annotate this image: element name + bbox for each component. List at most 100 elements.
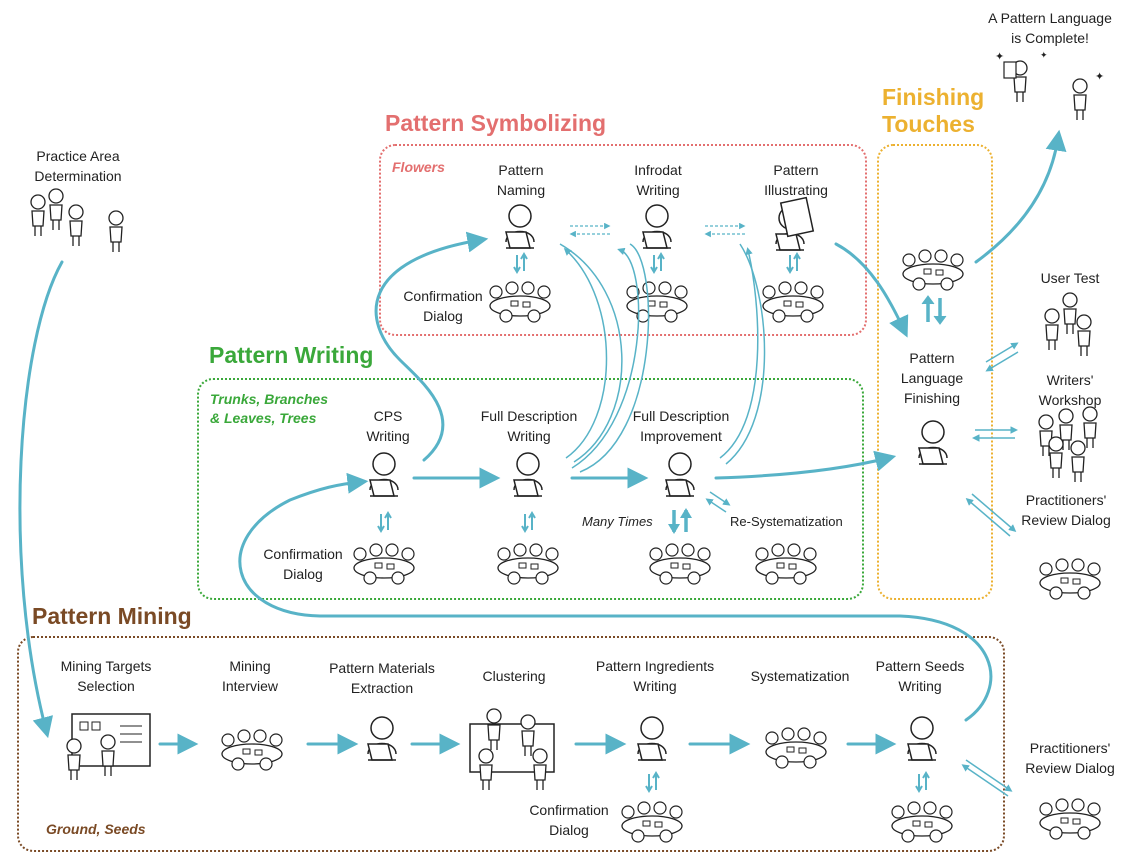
systematization-label: Systematization: [750, 668, 850, 684]
illustrating-table-figure: [762, 281, 824, 323]
writing-sub: Trunks, Branches & Leaves, Trees: [210, 390, 328, 428]
intro-line1: Infrodat: [634, 162, 682, 178]
celebration-figure: ✦ ✦ ✦: [995, 50, 1104, 121]
full-label: Full Description Writing: [481, 406, 577, 446]
ingredients-label: Pattern Ingredients Writing: [596, 656, 714, 696]
interview-line2: Interview: [221, 678, 279, 694]
resys-label: Re-Systematization: [730, 514, 843, 529]
symbolizing-sub: Flowers: [392, 159, 445, 175]
symbolizing-title: Pattern Symbolizing: [385, 110, 607, 136]
user-test-figure: [1044, 292, 1092, 357]
naming-label: Pattern Naming: [497, 160, 545, 200]
symbolizing-dashed-arrows: [569, 222, 746, 238]
complete-label: A Pattern Language is Complete!: [988, 8, 1112, 48]
writing-confirm-line2: Dialog: [283, 566, 323, 582]
resys-arrow-icon: [705, 491, 731, 513]
writing-box: [197, 378, 864, 600]
finishing-laptop-figure: [918, 420, 948, 465]
symbolizing-box: [379, 144, 867, 336]
writers-line2: Workshop: [1038, 392, 1102, 408]
full-updown-icon: [521, 512, 536, 532]
resys-table-figure: [755, 543, 817, 585]
writers-label: Writers' Workshop: [1039, 370, 1102, 410]
practitioners2-line2: Review Dialog: [1025, 760, 1115, 776]
symbolizing-confirm-line2: Dialog: [423, 308, 463, 324]
finishing-step-line1: Pattern: [909, 350, 955, 366]
complete-line2: is Complete!: [1011, 30, 1089, 46]
illustrating-line2: Illustrating: [764, 182, 828, 198]
svg-text:✦: ✦: [1040, 50, 1048, 60]
improve-updown-icon: [668, 508, 692, 534]
cps-line1: CPS: [373, 408, 403, 424]
interview-line1: Mining: [229, 658, 271, 674]
writing-title: Pattern Writing: [209, 342, 374, 368]
mining-confirm-line2: Dialog: [549, 822, 589, 838]
systematization-figure: [765, 727, 827, 769]
intro-line2: Writing: [636, 182, 680, 198]
cps-updown-icon: [377, 512, 392, 532]
mining-title: Pattern Mining: [32, 603, 192, 629]
intro-updown-icon: [650, 253, 665, 273]
mining-confirm-line1: Confirmation: [529, 802, 609, 818]
practitioners2-table-figure: [1039, 798, 1101, 840]
targets-line2: Selection: [77, 678, 135, 694]
practitioners2-label: Practitioners' Review Dialog: [1025, 738, 1114, 778]
seeds-line1: Pattern Seeds: [875, 658, 965, 674]
intro-table-figure: [626, 281, 688, 323]
ingredients-line1: Pattern Ingredients: [595, 658, 715, 674]
symbolizing-confirm-line1: Confirmation: [403, 288, 483, 304]
improve-table-figure: [649, 543, 711, 585]
improve-line1: Full Description: [632, 408, 730, 424]
practice-area-line1: Practice Area: [36, 148, 120, 164]
intro-label: Infrodat Writing: [634, 160, 681, 200]
naming-line1: Pattern: [498, 162, 544, 178]
extraction-line1: Pattern Materials: [329, 660, 435, 676]
loop-arrows: [559, 243, 766, 473]
finishing-title2: Touches: [882, 111, 975, 137]
improve-label: Full Description Improvement: [633, 406, 729, 446]
interview-label: Mining Interview: [222, 656, 278, 696]
svg-text:✦: ✦: [995, 51, 1004, 63]
extraction-line2: Extraction: [350, 680, 414, 696]
naming-line2: Naming: [496, 182, 546, 198]
symbolizing-confirm-label: Confirmation Dialog: [403, 286, 482, 326]
finishing-title: Finishing Touches: [882, 84, 984, 138]
mining-confirm-label: Confirmation Dialog: [529, 800, 608, 840]
practitioners-label: Practitioners' Review Dialog: [1021, 490, 1110, 530]
naming-table-figure: [489, 281, 551, 323]
cps-table-figure: [353, 543, 415, 585]
seeds-label: Pattern Seeds Writing: [876, 656, 965, 696]
improve-line2: Improvement: [640, 428, 722, 444]
targets-line1: Mining Targets: [60, 658, 152, 674]
ingredients-figure: [637, 716, 667, 761]
finishing-box: [877, 144, 993, 600]
ingredients-table-figure: [621, 801, 683, 843]
ingredients-updown-icon: [645, 772, 660, 792]
illustrating-figure: [775, 196, 815, 251]
seeds-updown-icon: [915, 772, 930, 792]
seeds-line2: Writing: [898, 678, 942, 694]
finishing-step-line2: Language: [900, 370, 964, 386]
svg-text:✦: ✦: [1095, 71, 1104, 83]
cps-label: CPS Writing: [366, 406, 409, 446]
complete-line1: A Pattern Language: [988, 10, 1112, 26]
intro-figure: [642, 204, 672, 249]
writing-sub1: Trunks, Branches: [210, 391, 329, 407]
seeds-table-figure: [891, 801, 953, 843]
full-figure: [513, 452, 543, 497]
practitioners2-line1: Practitioners': [1029, 740, 1111, 756]
targets-figure: [66, 713, 151, 781]
improve-figure: [665, 452, 695, 497]
cps-figure: [369, 452, 399, 497]
practice-area-label: Practice Area Determination: [34, 146, 121, 186]
writing-confirm-line1: Confirmation: [263, 546, 343, 562]
finishing-title1: Finishing: [882, 84, 985, 110]
user-test-label: User Test: [1040, 270, 1100, 286]
illustrating-line1: Pattern: [773, 162, 819, 178]
practice-area-line2: Determination: [34, 168, 122, 184]
main-flow-arrows: [18, 129, 1067, 755]
interview-figure: [221, 729, 283, 771]
full-line2: Writing: [507, 428, 551, 444]
writing-confirm-label: Confirmation Dialog: [263, 544, 342, 584]
